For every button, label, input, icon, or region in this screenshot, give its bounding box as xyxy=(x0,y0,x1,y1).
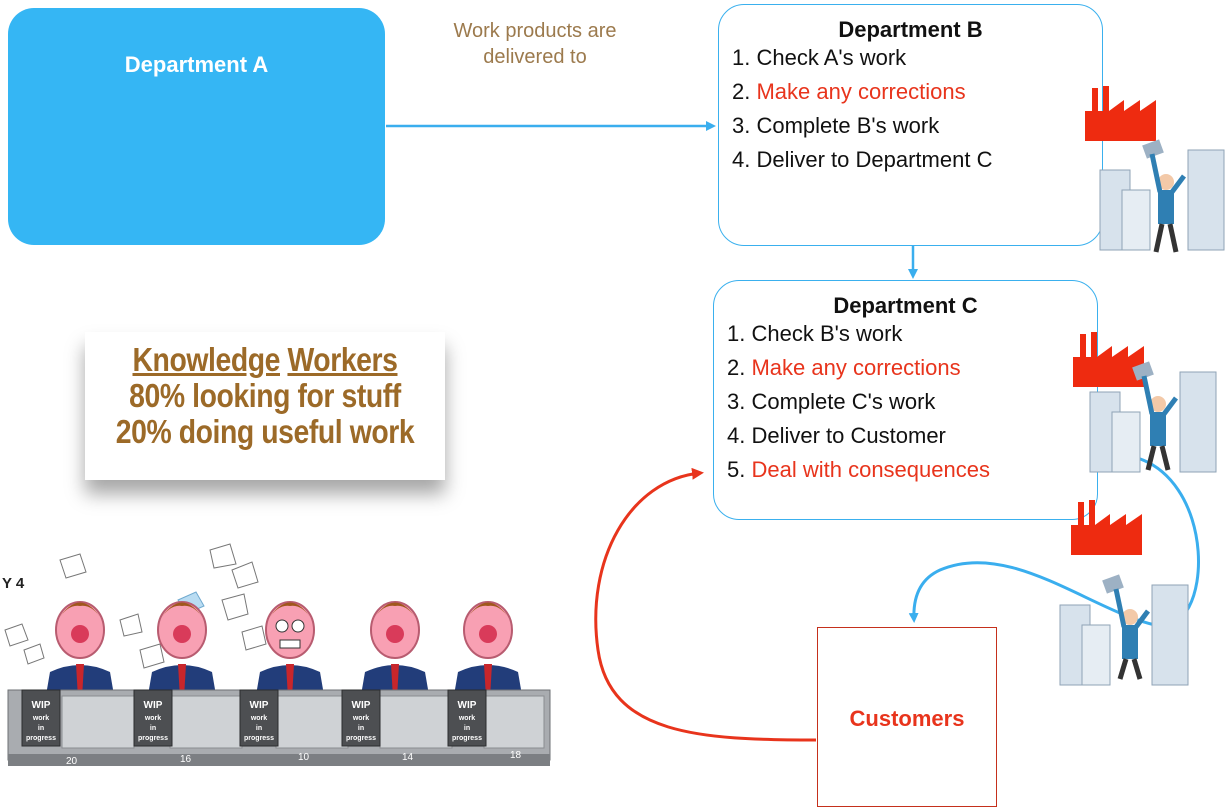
department-c-step: 4. Deliver to Customer xyxy=(727,423,946,448)
svg-text:in: in xyxy=(150,725,156,732)
svg-text:in: in xyxy=(464,725,470,732)
worker-drowning-in-paper-icon xyxy=(1059,574,1189,686)
svg-text:in: in xyxy=(358,725,364,732)
department-b-step: 3. Complete B's work xyxy=(732,113,940,138)
svg-text:work: work xyxy=(352,715,369,722)
svg-text:in: in xyxy=(38,725,44,732)
office-workers-cartoon: Y 4 xyxy=(2,543,551,767)
delivery-label-line2: delivered to xyxy=(483,46,587,68)
knowledge-workers-stat-2: 20% doing useful work xyxy=(115,413,415,450)
department-a-box: Department A xyxy=(8,8,385,245)
department-b-steps: 1. Check A's work 2. Make any correction… xyxy=(732,41,1102,177)
department-b-step: 2. Make any corrections xyxy=(732,79,966,104)
cartoon-caption: Y 4 xyxy=(2,575,25,592)
department-c-step: 5. Deal with consequences xyxy=(727,457,990,482)
svg-text:progress: progress xyxy=(244,735,274,742)
knowledge-workers-heading: Knowledge Workers xyxy=(132,341,398,378)
svg-text:WIP: WIP xyxy=(144,700,163,711)
worker-drowning-in-paper-icon xyxy=(1099,139,1225,253)
department-c-steps: 1. Check B's work 2. Make any correction… xyxy=(727,317,1097,487)
svg-text:progress: progress xyxy=(26,735,56,742)
svg-text:work: work xyxy=(32,715,49,722)
wip-count: 14 xyxy=(402,752,414,763)
svg-text:WIP: WIP xyxy=(458,700,477,711)
department-b-box: Department B 1. Check A's work 2. Make a… xyxy=(718,4,1103,246)
svg-text:in: in xyxy=(256,725,262,732)
knowledge-workers-stat-1: 80% looking for stuff xyxy=(129,377,401,414)
svg-text:work: work xyxy=(144,715,161,722)
wip-count: 16 xyxy=(180,754,192,765)
wip-count: 18 xyxy=(510,750,522,761)
department-a-title: Department A xyxy=(124,52,269,77)
department-c-step: 3. Complete C's work xyxy=(727,389,936,414)
worker-drowning-in-paper-icon xyxy=(1089,361,1217,473)
svg-text:progress: progress xyxy=(452,735,482,742)
svg-text:progress: progress xyxy=(346,735,376,742)
department-c-title: Department C xyxy=(833,293,978,318)
department-b-title: Department B xyxy=(838,17,983,42)
wip-count: 10 xyxy=(298,752,310,763)
wip-counts: 20 16 10 14 18 xyxy=(66,750,522,767)
svg-text:work: work xyxy=(250,715,267,722)
wip-count: 20 xyxy=(66,756,78,767)
svg-text:WIP: WIP xyxy=(352,700,371,711)
customers-box: Customers xyxy=(817,627,997,807)
svg-text:WIP: WIP xyxy=(32,700,51,711)
department-c-box: Department C 1. Check B's work 2. Make a… xyxy=(713,280,1098,520)
svg-text:progress: progress xyxy=(138,735,168,742)
wip-boxes: WIP work in progress WIP work in progres… xyxy=(21,689,487,747)
svg-text:work: work xyxy=(458,715,475,722)
department-c-step: 1. Check B's work xyxy=(727,321,903,346)
delivery-label-line1: Work products are xyxy=(453,20,617,42)
delivery-label: Work products are delivered to xyxy=(420,18,650,70)
department-c-step: 2. Make any corrections xyxy=(727,355,961,380)
knowledge-workers-card: Knowledge Workers 80% looking for stuff … xyxy=(85,332,445,480)
department-b-step: 4. Deliver to Department C xyxy=(732,147,993,172)
department-b-step: 1. Check A's work xyxy=(732,45,907,70)
svg-text:WIP: WIP xyxy=(250,700,269,711)
customers-label: Customers xyxy=(849,706,965,731)
